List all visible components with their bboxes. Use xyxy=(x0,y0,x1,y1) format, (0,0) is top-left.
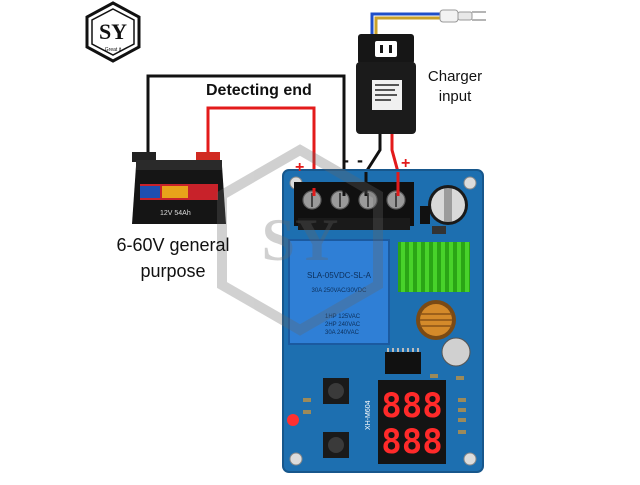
logo-subtext: Great it xyxy=(105,47,122,53)
relay-rating-1: 30A 250VAC/30VDC xyxy=(312,288,368,294)
polarity-plus-1: + xyxy=(295,159,304,176)
heatsink xyxy=(398,242,470,292)
watermark-icon: SY xyxy=(217,144,383,336)
relay-rating-3: 2HP 240VAC xyxy=(325,322,361,328)
purpose-label: 6-60V general purpose xyxy=(108,232,238,284)
battery-label: 12V 54Ah xyxy=(160,210,191,217)
polarity-minus-2: - xyxy=(357,150,363,170)
purpose-line1: 6-60V general xyxy=(116,235,230,255)
plug-icon xyxy=(370,9,486,34)
charger-input-line2: input xyxy=(438,88,472,105)
power-adapter-icon xyxy=(356,34,416,173)
polarity-plus-2: + xyxy=(401,155,410,172)
detecting-end-label: Detecting end xyxy=(206,82,312,99)
display-digits-top: 888 xyxy=(381,386,442,426)
push-button-top[interactable] xyxy=(323,378,349,404)
relay-rating-4: 30A 240VAC xyxy=(325,330,360,336)
push-button-bottom[interactable] xyxy=(323,432,349,458)
display-digits-bottom: 888 xyxy=(381,422,442,462)
pcb-module-icon: SLA-05VDC-SL-A 30A 250VAC/30VDC 1HP 125V… xyxy=(282,169,484,473)
charger-input-line1: Charger xyxy=(427,68,483,85)
relay-model: SLA-05VDC-SL-A xyxy=(307,271,372,280)
logo-text: SY xyxy=(99,19,127,44)
battery-icon: 12V 54Ah xyxy=(132,152,226,224)
polarity-minus-1: - xyxy=(343,150,349,170)
logo-icon: SY Great it xyxy=(85,1,141,63)
svg-text:SY: SY xyxy=(262,207,339,273)
charger-input-label: Charger input xyxy=(420,67,490,107)
board-model: XH-M604 xyxy=(365,400,372,430)
purpose-line2: purpose xyxy=(140,261,206,281)
relay-rating-2: 1HP 125VAC xyxy=(325,314,361,320)
